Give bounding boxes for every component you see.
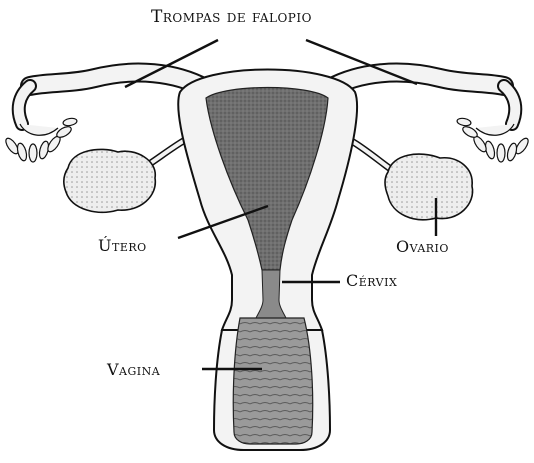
vaginal-canal — [233, 318, 312, 444]
label-fallopian-tubes: Trompas de falopio — [151, 9, 312, 26]
ovary-left — [64, 149, 156, 212]
fallopian-tube-right — [330, 73, 515, 124]
label-uterus: Útero — [98, 238, 147, 254]
label-cervix: Cérvix — [346, 273, 397, 289]
label-ovary: Ovario — [396, 239, 449, 255]
ovary-right — [385, 154, 473, 220]
fallopian-tube-left — [19, 73, 205, 124]
label-vagina: Vagina — [107, 362, 160, 378]
